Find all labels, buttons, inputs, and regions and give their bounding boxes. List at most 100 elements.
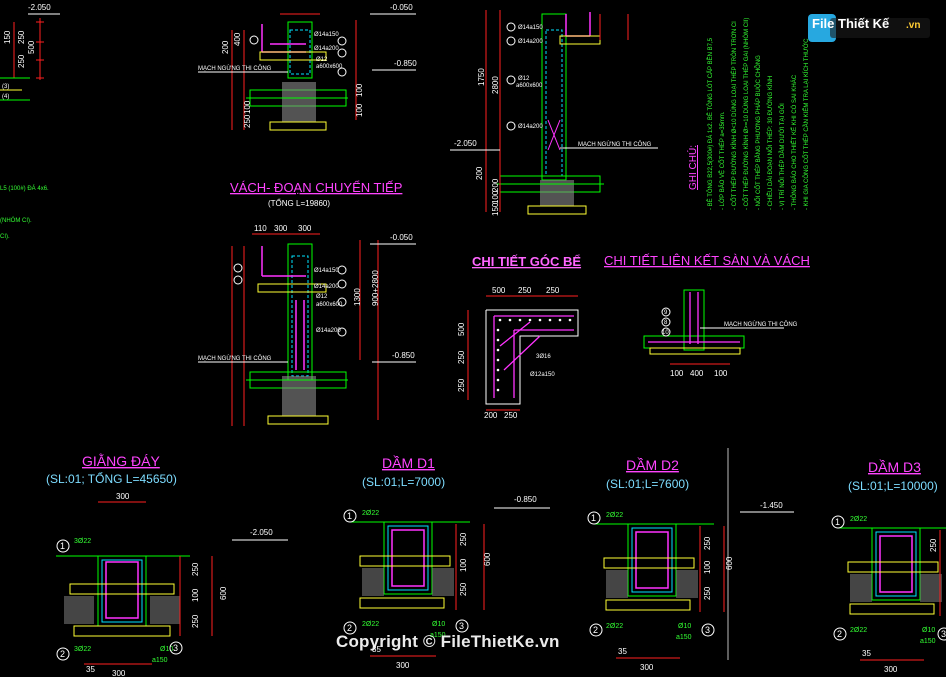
dim-text: 35 <box>618 647 627 656</box>
dim-text: 400 <box>233 32 242 46</box>
dim-text: 250 <box>191 562 200 576</box>
dim-text: 100 <box>459 558 468 572</box>
note-line: - CỐT THÉP ĐƯỜNG KÍNH Ø>=10 DÙNG LOẠI TH… <box>743 18 750 210</box>
callout-text: 3Ø16 <box>536 354 551 360</box>
callout-text: Ø14a150 <box>314 32 339 38</box>
dim-text: 600 <box>725 556 734 570</box>
dim-text: 250 <box>17 30 26 44</box>
dim-text: 200 <box>221 40 230 54</box>
logo-square <box>808 14 836 42</box>
bar-text: Ø10 <box>432 621 445 628</box>
note-line: CI). <box>0 234 10 240</box>
mark-label: 8 <box>664 320 668 326</box>
beam-title: GIẰNG ĐÁY <box>82 452 160 469</box>
dim-text: 200 <box>484 411 498 420</box>
beam-section-giang: GIẰNG ĐÁY (SL:01; TỔNG L=45650) 300 250 … <box>46 452 288 677</box>
dim-text: 150 <box>3 30 12 44</box>
wall-transition-title: VÁCH- ĐOẠN CHUYỂN TIẾP <box>230 180 402 195</box>
dim-text: 400 <box>690 369 704 378</box>
dim-text: 250 <box>929 538 938 552</box>
dim-text: 250 <box>191 614 200 628</box>
dim-text: 100 <box>355 83 364 97</box>
logo-text: File Thiết Kế <box>812 16 890 31</box>
note-line: - LỚP BẢO VỆ CỐT THÉP a=35mm. <box>718 111 726 210</box>
callout-text: Ø12a150 <box>530 372 555 378</box>
dim-text: 250 <box>459 532 468 546</box>
slab-joint-detail: CHI TIẾT LIÊN KẾT SÀN VÀ VÁCH 100 400 10… <box>604 253 810 378</box>
level-text: -1.450 <box>760 501 783 510</box>
callout-text: MẠCH NGỪNG THI CÔNG <box>198 355 272 362</box>
bar-text: a150 <box>152 657 168 664</box>
level-text: -2.050 <box>250 528 273 537</box>
bar-text: a150 <box>676 634 692 641</box>
mark-label: 1 <box>347 511 352 521</box>
dim-text: 35 <box>372 645 381 654</box>
logo-bar <box>830 18 930 38</box>
dim-text: 1750 <box>477 68 486 86</box>
bar-text: a150 <box>430 632 446 639</box>
note-line: L5 (100#) ĐÁ 4x6. <box>0 185 49 192</box>
bar-text: 2Ø22 <box>362 621 379 628</box>
callout-text: Ø14a150 <box>314 268 339 274</box>
dim-text: 300 <box>640 663 654 672</box>
callout-text: MẠCH NGỪNG THI CÔNG <box>198 65 272 72</box>
callout-text: Ø14a200 <box>518 39 543 45</box>
mark-label: 3 <box>705 625 710 635</box>
dim-text: 500 <box>492 286 506 295</box>
dim-text: 100 <box>670 369 684 378</box>
callout-text: Ø12 <box>316 294 328 300</box>
dim-text: 35 <box>862 649 871 658</box>
copyright-watermark: Copyright © FileThietKe.vn <box>336 632 560 651</box>
note-line: (NHÓM CI). <box>0 217 32 224</box>
bar-text: 2Ø22 <box>606 512 623 519</box>
dim-text: 100 <box>243 100 252 114</box>
dim-text: 2800 <box>491 76 500 94</box>
level-text: -2.050 <box>454 139 477 148</box>
note-line: - NỐI CỐT THÉP BẰNG PHƯƠNG PHÁP BUỘC CHỒ… <box>754 55 762 210</box>
beam-title: DẦM D3 <box>868 459 921 475</box>
dim-text: 100 <box>355 103 364 117</box>
dim-text: 100 <box>191 588 200 602</box>
dim-text: 300 <box>116 492 130 501</box>
wall-transition-detail: VÁCH- ĐOẠN CHUYỂN TIẾP (TỔNG L=19860) 11… <box>198 180 416 426</box>
dim-text: 250 <box>457 350 466 364</box>
callout-text: a600x600 <box>316 302 343 308</box>
callout-text: Ø14a200 <box>314 284 339 290</box>
mark-label: 10 <box>662 330 669 336</box>
note-line: - BÊ TÔNG B22,5(300#) ĐÁ 1x2. BÊ TÔNG LÓ… <box>706 37 714 210</box>
dim-text: 250 <box>518 286 532 295</box>
bar-text: 3Ø22 <box>74 646 91 653</box>
dim-text: 1300 <box>353 288 362 306</box>
mark-label: 1 <box>591 513 596 523</box>
callout-text: Ø14a200 <box>314 46 339 52</box>
bar-text: 3Ø22 <box>74 538 91 545</box>
dim-text: 500 <box>27 40 36 54</box>
callout-label: (4) <box>2 94 9 100</box>
callout-text: Ø12 <box>316 57 328 63</box>
dim-text: 250 <box>703 586 712 600</box>
callout-text: Ø12 <box>518 76 530 82</box>
dim-text: 250 <box>546 286 560 295</box>
beam-title: DẦM D2 <box>626 457 679 473</box>
note-line: - KHI GIA CÔNG CỐT THÉP CẦN KIỂM TRA LẠI… <box>803 38 810 210</box>
mark-label: 2 <box>347 623 352 633</box>
beam-subtitle: (SL:01;L=10000) <box>848 479 938 493</box>
top-left-fragment: -2.050 150 250 250 500 (3) (4) L5 (100#)… <box>0 3 60 240</box>
dim-text: 300 <box>884 665 898 674</box>
filethietke-logo[interactable]: File Thiết Kế .vn <box>806 10 934 46</box>
dim-text: 200 <box>491 178 500 192</box>
callout-label: (3) <box>2 84 9 90</box>
mark-label: 9 <box>664 310 668 316</box>
dim-text: 300 <box>298 224 312 233</box>
callout-text: MẠCH NGỪNG THI CÔNG <box>724 321 798 328</box>
dim-text: 150 <box>491 202 500 216</box>
level-text: -0.850 <box>514 495 537 504</box>
mark-label: 2 <box>837 629 842 639</box>
beam-subtitle: (SL:01; TỔNG L=45650) <box>46 471 177 486</box>
note-line: - CỐT THÉP ĐƯỜNG KÍNH Ø<10 DÙNG LOẠI THÉ… <box>731 21 738 210</box>
mark-label: 2 <box>60 649 65 659</box>
beam-section-d2: DẦM D2 (SL:01;L=7600) 250 100 250 600 -1… <box>587 457 794 672</box>
level-text: -0.850 <box>392 351 415 360</box>
dim-text: 110 <box>254 224 267 233</box>
callout-text: Ø14a150 <box>518 25 543 31</box>
